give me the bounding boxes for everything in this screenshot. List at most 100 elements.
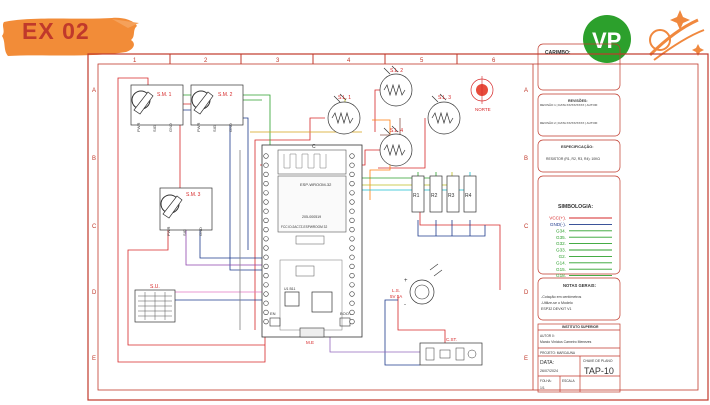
pin-label: SIG: [152, 125, 157, 132]
esp-pin: [263, 162, 269, 168]
esp-pin: [263, 263, 269, 270]
column-label: 2: [204, 58, 208, 64]
lamp-value: 5V 1A: [390, 294, 402, 299]
esp-pin: [263, 245, 269, 251]
plan-code: TAP-10: [584, 366, 614, 376]
esp-pins-right: [349, 153, 355, 325]
esp-pin: [349, 282, 355, 288]
column-ruler: 1 2 3 4 5 6: [133, 54, 496, 64]
esp-pin: [349, 291, 355, 297]
ldr-label: S.L. 4: [390, 128, 403, 134]
rocket-logo-icon: [648, 10, 705, 61]
legend-label: G14.: [556, 260, 566, 265]
lamp-label: L.S.: [392, 288, 400, 293]
row-label: E: [524, 356, 528, 362]
legend-label: GND(-).: [550, 222, 566, 227]
esp32-board: [261, 144, 363, 338]
esp-pin: [349, 309, 355, 316]
servo-2: S.M. 2 PWR SIG GND: [190, 84, 244, 132]
carimbo-label: CARIMBO:: [545, 50, 571, 56]
svg-text:VP: VP: [592, 28, 621, 53]
legend-label: G2.: [559, 254, 566, 259]
sensor-label: S.U.: [150, 284, 160, 290]
boot-label: BOOT: [340, 311, 352, 316]
en-label: EN: [270, 311, 276, 316]
resistors: [411, 175, 477, 213]
esp-pin: [349, 153, 355, 159]
legend-label: G34.: [556, 228, 566, 233]
espec-title: ESPECIFICAÇÃO:: [561, 144, 594, 149]
servo-3: S.M. 3 PWR SIG GND: [159, 187, 213, 236]
column-label: 5: [420, 58, 424, 64]
note-line: ESP32 DEVKIT V1: [541, 307, 572, 311]
ldr-1: [327, 93, 361, 135]
ldr-4: [379, 125, 413, 167]
servo-label: S.M. 2: [218, 92, 233, 98]
ldr-label: S.L. 1: [338, 95, 351, 101]
esp-pin: [263, 208, 269, 214]
espec-value: RESISTOR (R1, R2, R3, R4): 10KΩ: [546, 157, 600, 161]
date-value: 26/07/2024: [540, 369, 558, 373]
institution: INSTITUTO SUPERIOR: [562, 325, 599, 329]
esp-pin: [263, 282, 269, 288]
title-block: [537, 43, 621, 393]
esp-pin: [263, 309, 269, 316]
row-label: B: [92, 156, 96, 162]
sensor-module: [134, 289, 176, 323]
revision-1: REVISÃO 1 | DATA:XX/XX/XXXX | AUTOR:: [540, 102, 598, 107]
notes-title: NOTAS GERAIS:: [563, 283, 596, 288]
column-label: 3: [276, 58, 280, 64]
esp-module-name: ESP-WROOM-32: [300, 182, 332, 187]
converter-module: [419, 342, 483, 366]
exercise-title: EX 02: [22, 18, 90, 44]
esp-fcc-id: FCC ID:2AC7Z-ESPWROOM 32: [281, 225, 327, 229]
regulator-label: U1 B11: [284, 287, 295, 291]
row-label: A: [92, 88, 96, 94]
pin-label: SIG: [212, 125, 217, 132]
row-label: C: [524, 224, 529, 230]
author-name: Marcio Vinicius Carneiro Menezes: [540, 340, 592, 344]
svg-text:+: +: [404, 278, 408, 284]
symbology-legend: VCC(+).GND(-).G34.G35.G32.G33.G2.G14.G15…: [549, 216, 612, 278]
lamp-icon: + -: [404, 263, 443, 308]
author-label: AUTOR 0:: [540, 334, 555, 338]
esp-pin: [263, 291, 269, 297]
esp-pin: [349, 319, 355, 325]
scale-label: ESCALA: [562, 379, 575, 383]
row-label: A: [524, 88, 528, 94]
esp-pins-left: [263, 153, 269, 325]
row-label: E: [92, 356, 96, 362]
pin-label: GND: [168, 123, 173, 132]
vp-logo-icon: VP: [583, 15, 631, 63]
north-compass-icon: [470, 76, 494, 104]
ldr-label: S.L. 3: [438, 95, 451, 101]
project-name: PROJETO: MARCAUNA: [540, 351, 576, 355]
row-ruler: A B C D E A B C D E: [92, 88, 529, 362]
simbologia-title: SIMBOLOGIA:: [558, 204, 593, 210]
esp-sub-label: M.E: [306, 340, 314, 345]
esp-module-id: 205-000519: [302, 215, 321, 219]
pin-label: GND: [198, 227, 203, 236]
esp-pin: [263, 190, 269, 196]
esp-pin: [263, 227, 269, 233]
legend-label: VCC(+).: [549, 216, 566, 221]
date-label: DATA:: [540, 360, 554, 366]
ldr-label: S.L. 2: [390, 68, 403, 74]
esp-pin: [263, 319, 269, 325]
revision-2: REVISÃO 2 | DATA:XX/XX/XXXX | AUTOR:: [540, 120, 598, 125]
sheet-inner-border: [97, 63, 699, 391]
ldr-2: [379, 65, 413, 107]
pin-label: SIG: [182, 229, 187, 236]
north-label: NORTE: [475, 107, 491, 112]
svg-text:-: -: [404, 302, 406, 308]
row-label: D: [524, 290, 529, 296]
title-badge-shape: [2, 17, 139, 56]
esp-pin: [263, 254, 269, 260]
column-label: 4: [347, 58, 351, 64]
pin-label: GND: [228, 123, 233, 132]
column-label: 1: [133, 58, 137, 64]
note-line: -Cotação em centímetros: [541, 295, 582, 299]
esp-pin: [349, 162, 355, 168]
legend-label: G18.: [556, 273, 566, 278]
